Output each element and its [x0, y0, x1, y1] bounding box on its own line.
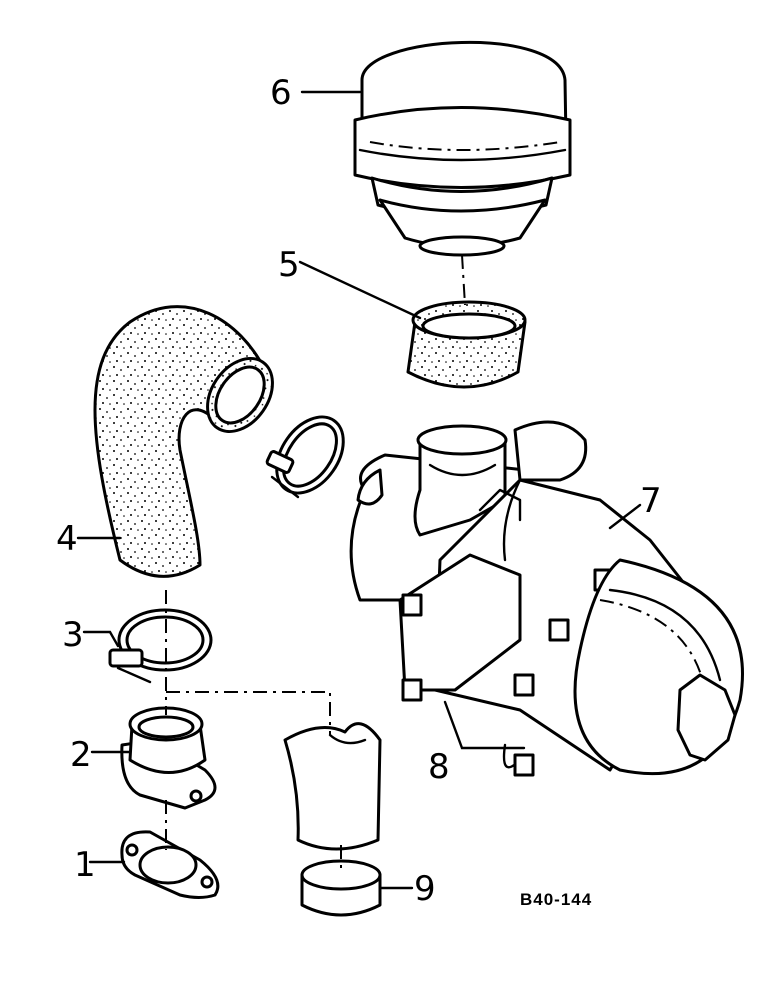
leader-lines: [76, 90, 642, 890]
flange-adapter: [120, 706, 217, 810]
callout-8: 8: [428, 747, 450, 787]
callout-1: 1: [74, 845, 96, 885]
figure-id: B40-144: [520, 890, 592, 909]
gasket: [120, 830, 220, 899]
callout-9: 9: [414, 869, 436, 909]
assembly-center-lines: [165, 254, 466, 868]
callout-5: 5: [278, 245, 300, 285]
air-cleaner-assembly: [349, 420, 744, 777]
upper-hose-clamp: [265, 415, 345, 499]
hose-sleeve: [406, 300, 527, 389]
callout-6: 6: [270, 73, 292, 113]
callout-7: 7: [640, 481, 662, 521]
intake-cap: [283, 722, 382, 851]
elbow-hose: [93, 305, 274, 578]
callout-3: 3: [62, 615, 84, 655]
band-ring: [300, 859, 382, 917]
callout-4: 4: [56, 519, 78, 559]
hose-clamp: [108, 608, 213, 684]
precleaner-cap: [353, 41, 572, 257]
callout-2: 2: [70, 735, 92, 775]
